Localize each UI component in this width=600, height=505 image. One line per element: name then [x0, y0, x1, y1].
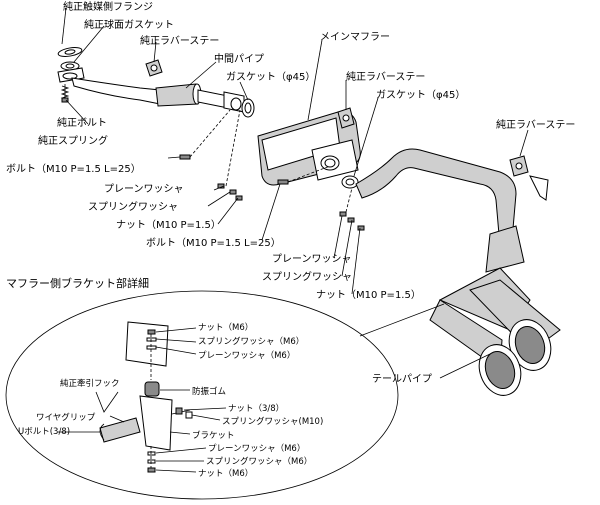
- label-nut-2: ナット（M10 P=1.5）: [316, 289, 421, 301]
- gasket-45-1-part: [241, 98, 255, 118]
- rubber-stay-1-part: [145, 59, 163, 77]
- detail-plain-washer-m6-bot: プレーンワッシャ（M6）: [208, 443, 305, 454]
- label-bolt-2: ボルト（M10 P=1.5 L=25）: [146, 237, 281, 249]
- label-gasket-45-1: ガスケット（φ45）: [226, 71, 315, 83]
- detail-plain-washer-m6-top: プレーンワッシャ（M6）: [198, 350, 295, 361]
- label-cat-flange: 純正触媒側フランジ: [63, 0, 153, 13]
- detail-nut-m6-bot: ナット（M6）: [198, 468, 253, 479]
- detail-bracket: ブラケット: [192, 430, 235, 441]
- oem-bolt-spring-part: [60, 84, 70, 103]
- label-nut-1: ナット（M10 P=1.5）: [116, 219, 221, 231]
- detail-wire-grip: ワイヤグリップ: [36, 412, 96, 423]
- label-plain-washer-2: プレーンワッシャ: [272, 253, 352, 265]
- label-tail-pipe: テールパイプ: [372, 373, 432, 385]
- detail-nut-m6-top: ナット（M6）: [198, 322, 253, 333]
- gasket-45-2-part: [341, 175, 359, 189]
- main-muffler-part: [257, 111, 361, 186]
- detail-spring-washer-m6-top: スプリングワッシャ（M6）: [198, 336, 304, 347]
- label-spring-washer-1: スプリングワッシャ: [88, 200, 178, 213]
- label-rubber-stay-2: 純正ラバーステー: [346, 70, 425, 83]
- label-plain-washer-1: プレーンワッシャ: [104, 183, 184, 195]
- label-oem-bolt: 純正ボルト: [57, 116, 107, 129]
- detail-spring-washer-m10: スプリングワッシャ(M10): [222, 416, 323, 427]
- label-mid-pipe: 中間パイプ: [214, 52, 264, 65]
- label-main-muffler: メインマフラー: [320, 31, 390, 43]
- detail-nut-38: ナット（3/8）: [228, 403, 284, 414]
- label-spring-washer-2: スプリングワッシャ: [262, 270, 352, 283]
- mid-pipe-part: [71, 77, 245, 113]
- label-oem-spring: 純正スプリング: [38, 134, 108, 147]
- rubber-stay-3-part: [509, 155, 549, 201]
- cat-flange-part: [57, 47, 85, 83]
- detail-parts: [95, 321, 193, 473]
- detail-title: マフラー側ブラケット部詳細: [6, 276, 149, 290]
- label-bolt-1: ボルト（M10 P=1.5 L=25）: [6, 163, 141, 175]
- detail-rubber: 防振ゴム: [192, 386, 226, 397]
- detail-u-bolt: Uボルト(3/8): [18, 427, 70, 437]
- detail-circle: [5, 290, 399, 500]
- rubber-stay-2-part: [337, 107, 355, 129]
- detail-spring-washer-m6-bot: スプリングワッシャ（M6）: [206, 456, 312, 467]
- detail-tow-hook: 純正牽引フック: [60, 378, 120, 389]
- label-gasket-45-2: ガスケット（φ45）: [376, 89, 465, 101]
- tail-pipe-part: [355, 148, 561, 396]
- label-ball-gasket: 純正球面ガスケット: [84, 18, 174, 31]
- label-rubber-stay-3: 純正ラバーステー: [496, 118, 575, 131]
- label-rubber-stay-1: 純正ラバーステー: [140, 34, 219, 47]
